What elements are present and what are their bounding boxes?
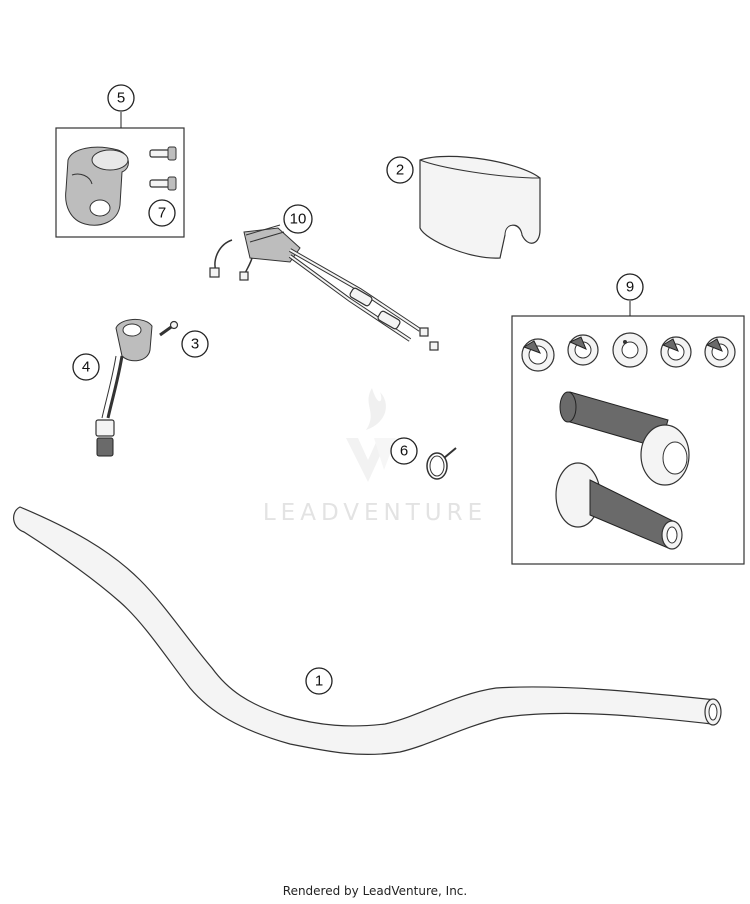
throttle-grip[interactable]	[559, 391, 690, 486]
cable-tie[interactable]	[426, 447, 457, 480]
callout-7: 7	[148, 199, 176, 227]
callout-10: 10	[283, 204, 313, 234]
footer-credit: Rendered by LeadVenture, Inc.	[282, 884, 468, 898]
left-grip[interactable]	[555, 462, 683, 550]
svg-text:1: 1	[315, 673, 323, 690]
kill-switch[interactable]	[95, 319, 153, 457]
handlebar-pad[interactable]	[419, 155, 541, 259]
throttle-housing[interactable]	[65, 146, 129, 226]
svg-text:7: 7	[158, 205, 166, 222]
svg-text:4: 4	[82, 359, 90, 376]
callout-5: 5	[107, 84, 135, 112]
part-group-box-9	[511, 315, 745, 565]
handlebar[interactable]	[13, 506, 722, 756]
callout-9: 9	[616, 273, 644, 301]
screw-pair[interactable]	[149, 146, 177, 191]
callout-2: 2	[386, 156, 414, 184]
svg-text:2: 2	[396, 162, 404, 179]
watermark-logo	[346, 388, 396, 482]
screw[interactable]	[159, 320, 179, 337]
throttle-cable[interactable]	[209, 224, 439, 351]
svg-text:5: 5	[117, 90, 125, 107]
callout-3: 3	[181, 330, 209, 358]
callout-6: 6	[390, 437, 418, 465]
part-group-box-5	[55, 127, 185, 238]
callout-1: 1	[305, 667, 333, 695]
svg-text:10: 10	[290, 211, 307, 228]
throttle-cam-set[interactable]	[521, 332, 736, 372]
svg-text:9: 9	[626, 279, 634, 296]
callout-4: 4	[72, 353, 100, 381]
svg-text:6: 6	[400, 443, 408, 460]
watermark-text: LEADVENTURE	[263, 500, 487, 526]
svg-text:3: 3	[191, 336, 199, 353]
